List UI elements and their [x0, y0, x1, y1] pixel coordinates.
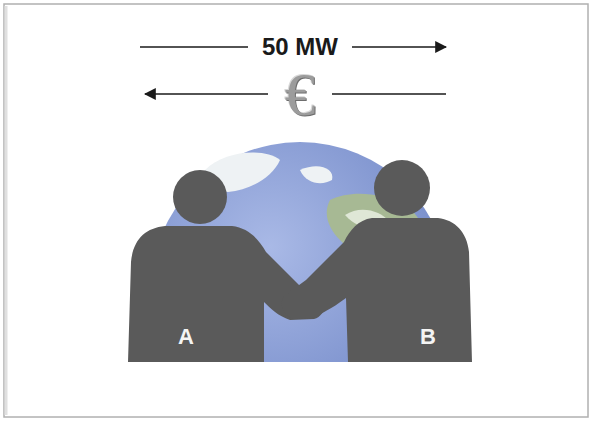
party-letter: A — [178, 326, 194, 348]
silhouette-shape — [126, 165, 326, 362]
silhouette-head — [374, 160, 430, 216]
silhouette-head — [173, 170, 227, 224]
party-letter: B — [420, 326, 436, 348]
currency-symbol: € — [285, 63, 316, 125]
power-amount: 50 MW — [262, 35, 338, 59]
silhouette-body — [282, 218, 472, 362]
arrow-line — [332, 93, 446, 95]
arrow-line — [352, 46, 446, 48]
silhouette-shape — [270, 155, 475, 362]
person-silhouette: B — [270, 155, 475, 362]
person-silhouette: A — [126, 165, 326, 362]
arrow-line — [145, 93, 268, 95]
arrow-line — [140, 46, 248, 48]
frame-shadow — [5, 6, 8, 415]
